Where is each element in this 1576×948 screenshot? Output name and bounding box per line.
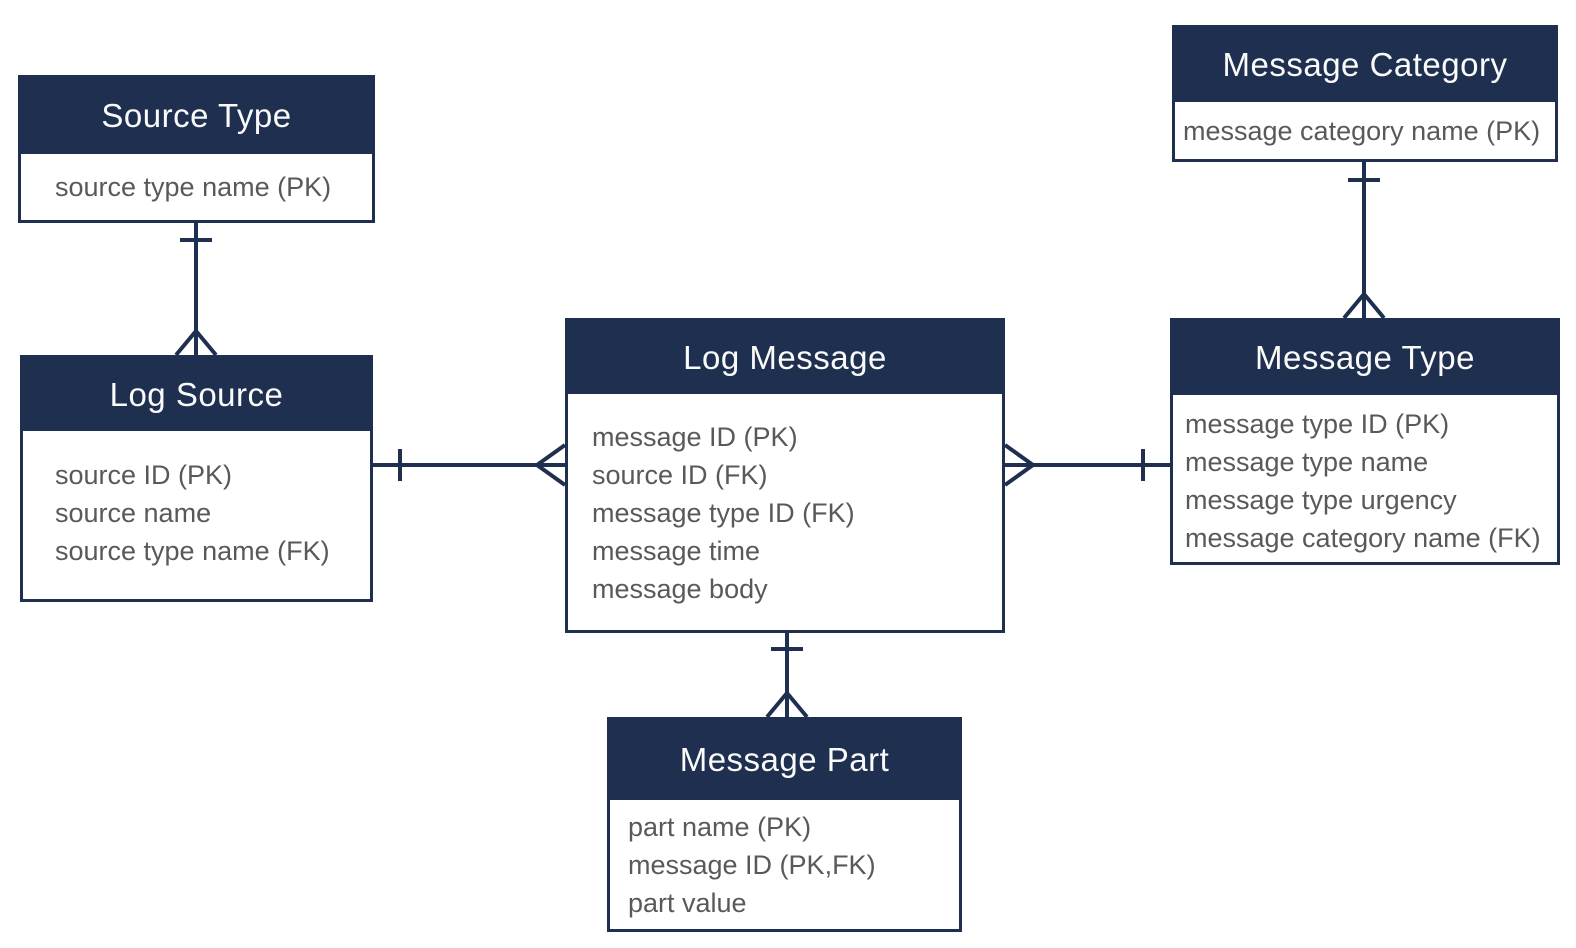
entity-message-part: Message Part part name (PK) message ID (… — [607, 717, 962, 932]
entity-field: message type urgency — [1185, 485, 1457, 515]
entity-field: message category name (FK) — [1185, 523, 1541, 553]
crow-foot-many-icon — [765, 691, 809, 719]
entity-field: part value — [628, 888, 747, 918]
entity-field: message type ID (FK) — [592, 498, 855, 528]
entity-source-type: Source Type source type name (PK) — [18, 75, 375, 223]
entity-log-source: Log Source source ID (PK) source name so… — [20, 355, 373, 602]
entity-field: source name — [55, 498, 212, 528]
entity-message-part-title: Message Part — [610, 720, 959, 800]
crow-foot-many-icon — [174, 329, 218, 357]
entity-log-message-title: Log Message — [568, 321, 1002, 394]
entity-field: message body — [592, 574, 768, 604]
entity-field: part name (PK) — [628, 812, 812, 842]
entity-message-type: Message Type message type ID (PK) messag… — [1170, 318, 1560, 565]
crow-foot-many-icon — [1342, 292, 1386, 320]
entity-message-category-title: Message Category — [1175, 28, 1555, 102]
entity-field: message ID (PK,FK) — [628, 850, 876, 880]
entity-field: message type ID (PK) — [1185, 409, 1450, 439]
connector-message-category-message-type — [1342, 162, 1386, 320]
entity-log-source-title: Log Source — [23, 358, 370, 431]
entity-message-category: Message Category message category name (… — [1172, 25, 1558, 162]
entity-field: message time — [592, 536, 761, 566]
entity-field: source ID (FK) — [592, 460, 768, 490]
entity-message-type-title: Message Type — [1173, 321, 1557, 395]
entity-field: message category name (PK) — [1183, 115, 1541, 146]
crow-foot-many-icon — [1003, 443, 1035, 487]
entity-field: message type name — [1185, 447, 1429, 477]
connector-source-type-log-source — [174, 223, 218, 357]
connector-log-source-log-message — [373, 443, 567, 487]
entity-log-message: Log Message message ID (PK) source ID (F… — [565, 318, 1005, 633]
crow-foot-many-icon — [535, 443, 567, 487]
connector-log-message-message-part — [765, 633, 809, 719]
entity-field: source type name (FK) — [55, 536, 330, 566]
entity-field: source type name (PK) — [55, 172, 332, 202]
entity-field: message ID (PK) — [592, 422, 798, 452]
entity-source-type-title: Source Type — [21, 78, 372, 154]
entity-field: source ID (PK) — [55, 460, 233, 490]
connector-message-type-log-message — [1003, 443, 1170, 487]
